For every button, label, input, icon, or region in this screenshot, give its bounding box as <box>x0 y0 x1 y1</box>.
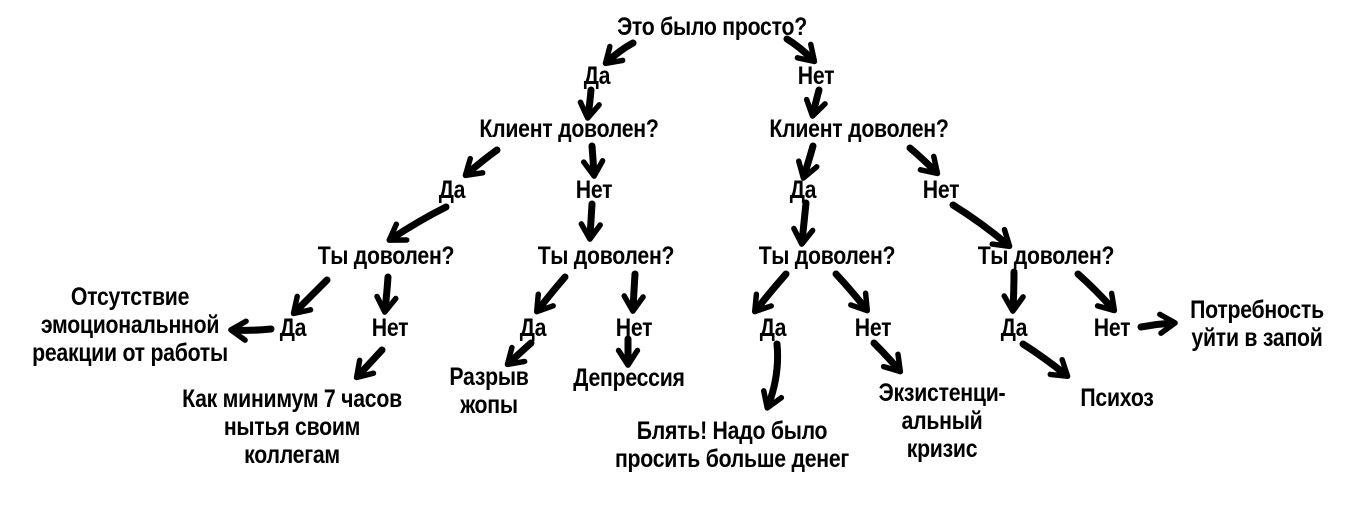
question-you-2-label: Ты доволен? <box>537 242 675 270</box>
arrow-you1-to-yes <box>290 276 331 317</box>
question-root-label: Это было просто? <box>617 13 807 41</box>
arrow-no-to-binge <box>1137 311 1178 336</box>
outcome-depression-label: Депрессия <box>573 364 685 392</box>
question-client-left-label: Клиент доволен? <box>479 115 659 143</box>
branch-you1-no: Нет <box>369 314 412 342</box>
branch-root-no: Нет <box>795 62 838 90</box>
question-you-3-label: Ты доволен? <box>758 242 896 270</box>
branch-client-left-yes-label: Да <box>438 176 466 204</box>
branch-client-right-no: Нет <box>920 176 963 204</box>
question-you-1: Ты доволен? <box>306 242 467 270</box>
arrow-no-to-whining <box>353 346 386 381</box>
outcome-torn-ass: Разрыв жопы <box>442 363 535 419</box>
outcome-depression: Депрессия <box>563 364 694 392</box>
outcome-psychosis-label: Психоз <box>1080 384 1154 412</box>
outcome-whining: Как минимум 7 часов нытья своим коллегам <box>163 385 422 469</box>
outcome-existential-crisis-label: Экзистенци- альный кризис <box>878 379 1006 463</box>
branch-client-right-yes-label: Да <box>789 176 817 204</box>
branch-you2-yes-label: Да <box>519 314 547 342</box>
branch-you3-yes: Да <box>757 314 788 342</box>
branch-you4-yes: Да <box>998 314 1029 342</box>
branch-you1-yes-label: Да <box>279 314 307 342</box>
arrow-client-right-to-yes <box>796 142 820 181</box>
branch-you3-no: Нет <box>852 314 895 342</box>
arrow-you1-to-no <box>374 273 399 315</box>
question-you-4-label: Ты доволен? <box>977 242 1115 270</box>
arrow-you4-to-yes <box>1001 268 1026 314</box>
branch-client-left-yes: Да <box>436 176 467 204</box>
branch-you1-yes: Да <box>277 314 308 342</box>
branch-you2-yes: Да <box>517 314 548 342</box>
arrow-you3-to-no <box>832 270 871 314</box>
arrow-client-right-to-no <box>906 144 941 177</box>
branch-you2-no: Нет <box>613 314 656 342</box>
arrow-no-to-crisis <box>870 339 904 375</box>
arrow-no1-to-client-right <box>803 86 828 119</box>
arrow-no2l-to-you2 <box>578 200 603 242</box>
arrow-yes2l-to-you1 <box>386 203 450 243</box>
branch-root-no-label: Нет <box>797 62 835 90</box>
branch-root-yes: Да <box>581 62 612 90</box>
question-root: Это было просто? <box>600 13 823 41</box>
branch-client-left-no: Нет <box>573 176 616 204</box>
arrow-you4-to-no <box>1074 270 1118 314</box>
branch-you2-no-label: Нет <box>615 314 653 342</box>
arrow-yes-to-psychosis <box>1019 340 1071 380</box>
outcome-psychosis: Психоз <box>1074 384 1160 412</box>
outcome-binge-label: Потребность уйти в запой <box>1190 296 1324 352</box>
branch-you4-no-label: Нет <box>1093 314 1131 342</box>
outcome-whining-label: Как минимум 7 часов нытья своим коллегам <box>182 385 402 469</box>
arrow-yes-to-torn-ass <box>504 339 535 368</box>
question-client-left: Клиент доволен? <box>464 115 675 143</box>
arrow-yes-to-more-money <box>761 340 785 411</box>
question-you-4: Ты доволен? <box>966 242 1127 270</box>
arrow-client-left-to-no <box>581 142 606 179</box>
question-client-right-label: Клиент доволен? <box>769 115 949 143</box>
arrow-no2r-to-you4 <box>949 201 1013 250</box>
branch-root-yes-label: Да <box>583 62 611 90</box>
arrow-you2-to-no <box>621 270 646 314</box>
outcome-binge: Потребность уйти в запой <box>1178 296 1335 352</box>
question-you-2: Ты доволен? <box>526 242 687 270</box>
branch-client-left-no-label: Нет <box>575 176 613 204</box>
arrow-root-to-yes <box>602 39 637 67</box>
branch-you4-yes-label: Да <box>1000 314 1028 342</box>
arrow-root-to-no <box>783 35 818 65</box>
outcome-more-money-label: Блять! Надо было просить больше денег <box>614 417 850 473</box>
branch-you1-no-label: Нет <box>371 314 409 342</box>
branch-client-right-no-label: Нет <box>922 176 960 204</box>
question-you-1-label: Ты доволен? <box>317 242 455 270</box>
question-you-3: Ты доволен? <box>747 242 908 270</box>
branch-you3-yes-label: Да <box>759 314 787 342</box>
outcome-more-money: Блять! Надо было просить больше денег <box>594 417 869 473</box>
question-client-right: Клиент доволен? <box>754 115 965 143</box>
arrow-you3-to-yes <box>751 270 790 315</box>
outcome-no-emotion: Отсутствие эмоциональнной реакции от раб… <box>15 283 245 367</box>
branch-client-right-yes: Да <box>787 176 818 204</box>
arrow-yes2r-to-you3 <box>791 199 816 247</box>
arrow-you2-to-yes <box>533 273 569 315</box>
outcome-torn-ass-label: Разрыв жопы <box>449 363 529 419</box>
outcome-existential-crisis: Экзистенци- альный кризис <box>867 379 1016 463</box>
branch-you3-no-label: Нет <box>854 314 892 342</box>
arrow-yes1-to-client-left <box>577 86 602 121</box>
branch-you4-no: Нет <box>1091 314 1134 342</box>
outcome-no-emotion-label: Отсутствие эмоциональнной реакции от раб… <box>32 283 228 367</box>
arrow-client-left-to-yes <box>462 146 501 179</box>
